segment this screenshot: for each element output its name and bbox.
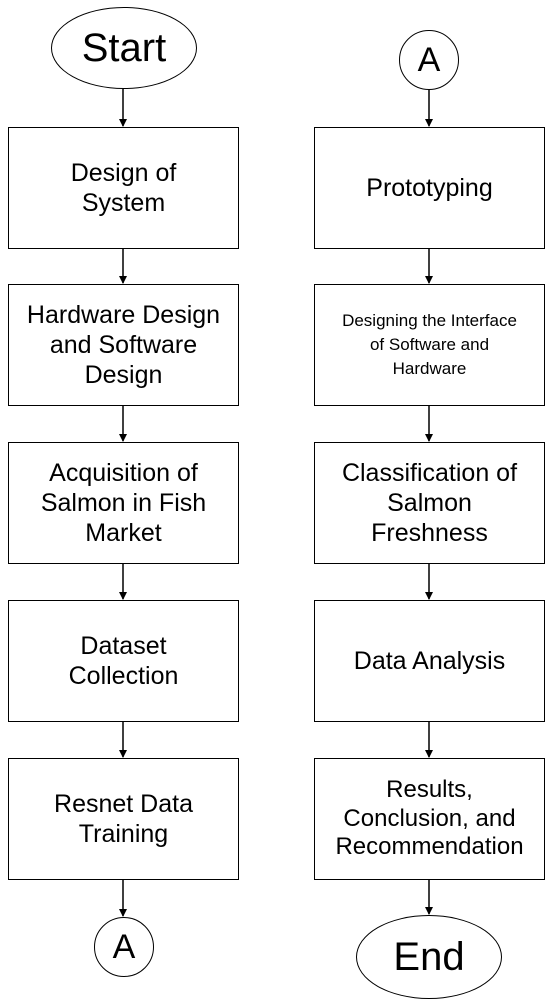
classification-of-salmon-freshness-step: Classification of Salmon Freshness: [314, 442, 545, 564]
dataset-collection-step: Dataset Collection: [8, 600, 239, 722]
acquisition-of-salmon-step: Acquisition of Salmon in Fish Market: [8, 442, 239, 564]
off-page-connector-a-out: A: [94, 917, 154, 977]
hardware-software-design-step: Hardware Design and Software Design: [8, 284, 239, 406]
results-conclusion-recommendation-step: Results, Conclusion, and Recommendation: [314, 758, 545, 880]
start-terminal: Start: [51, 7, 197, 89]
resnet-data-training-step: Resnet Data Training: [8, 758, 239, 880]
end-terminal: End: [356, 915, 502, 999]
prototyping-step: Prototyping: [314, 127, 545, 249]
off-page-connector-a-in: A: [399, 30, 459, 90]
design-of-system-step: Design of System: [8, 127, 239, 249]
data-analysis-step: Data Analysis: [314, 600, 545, 722]
designing-interface-step: Designing the Interface of Software and …: [314, 284, 545, 406]
